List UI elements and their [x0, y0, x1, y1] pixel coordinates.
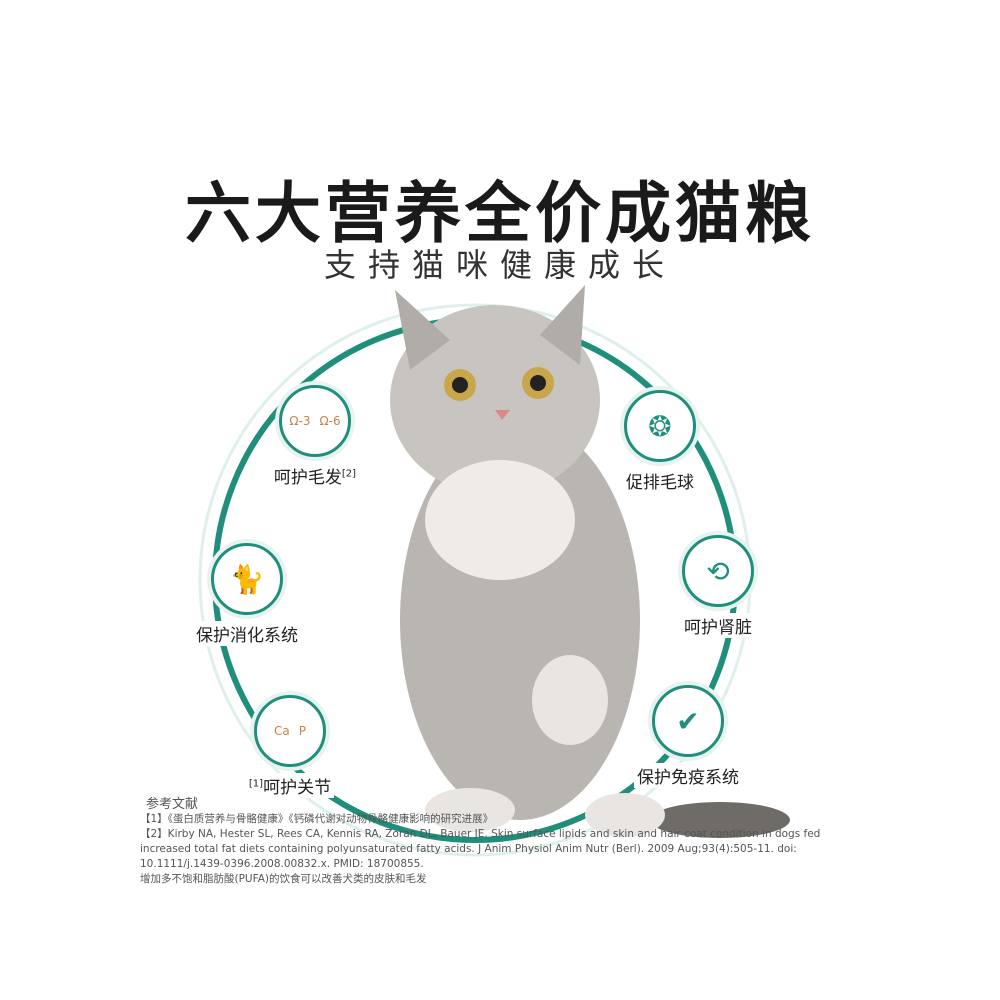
reference-2: 【2】Kirby NA, Hester SL, Rees CA, Kennis … [140, 828, 821, 870]
references-heading: 参考文献 [146, 797, 199, 812]
feature-label: 呵护毛发[2] [270, 463, 360, 488]
hairball-icon: ❂ [624, 390, 696, 462]
feature-label: 呵护肾脏 [681, 613, 755, 638]
feature-digestion: 🐈 保护消化系统 [167, 543, 327, 646]
joint-icon: Ca P [254, 695, 326, 767]
feature-kidney: ⟲ 呵护肾脏 [638, 535, 798, 638]
feature-hairball: ❂ 促排毛球 [580, 390, 740, 493]
reference-1: 【1】《蛋白质营养与骨骼健康》《钙磷代谢对动物骨骼健康影响的研究进展》 [140, 813, 494, 825]
reference-note: 增加多不饱和脂肪酸(PUFA)的饮食可以改善犬类的皮肤和毛发 [140, 873, 427, 885]
references: 参考文献 【1】《蛋白质营养与骨骼健康》《钙磷代谢对动物骨骼健康影响的研究进展》… [140, 797, 860, 887]
cat-eating-icon: 🐈 [211, 543, 283, 615]
omega-hair-icon: Ω-3 Ω-6 [279, 385, 351, 457]
subtitle: 支持猫咪健康成长 [323, 246, 676, 284]
feature-label: 促排毛球 [623, 468, 697, 493]
feature-hair: Ω-3 Ω-6 呵护毛发[2] [235, 385, 395, 488]
feature-joint: Ca P [1]呵护关节 [210, 695, 370, 798]
kidney-icon: ⟲ [682, 535, 754, 607]
feature-label: 保护消化系统 [193, 621, 301, 646]
cat-image [390, 285, 790, 838]
shield-check-icon: ✔ [652, 685, 724, 757]
feature-immune: ✔ 保护免疫系统 [608, 685, 768, 788]
feature-label: 保护免疫系统 [634, 763, 742, 788]
feature-label: [1]呵护关节 [245, 773, 335, 798]
page-title: 六大营养全价成猫粮 [185, 175, 815, 252]
